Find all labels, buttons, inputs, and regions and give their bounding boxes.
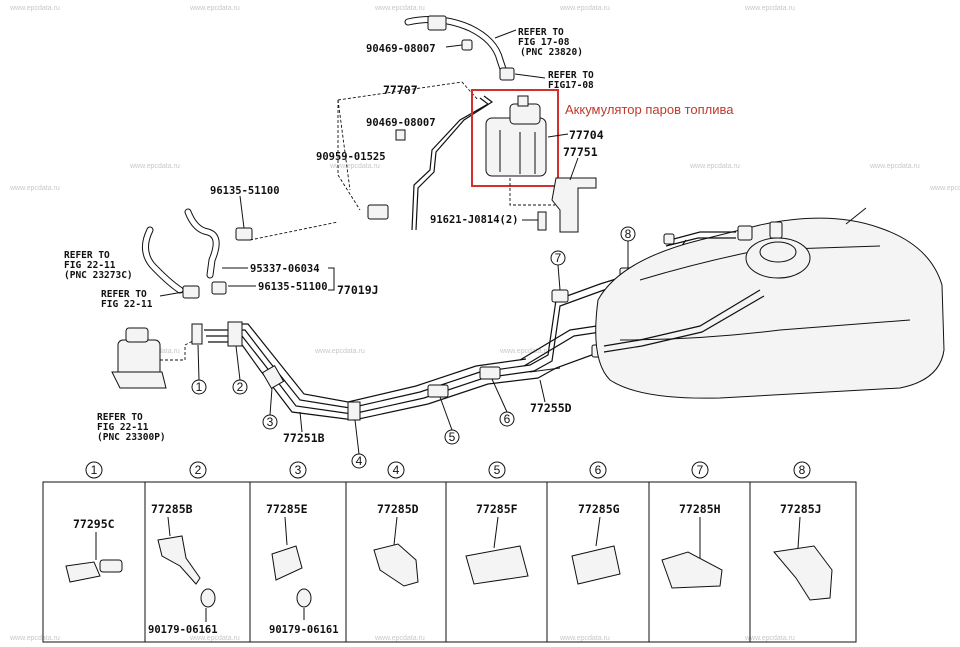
- table-header: 1: [91, 463, 98, 477]
- fuel-tank: [595, 207, 945, 399]
- canister-callout-label: Аккумулятор паров топлива: [565, 102, 734, 117]
- refer-fig-22-11: REFER TO FIG 22-11: [101, 289, 153, 310]
- canister-bracket: [551, 157, 597, 233]
- table-header: 6: [595, 463, 602, 477]
- clamp-number: 5: [449, 430, 456, 444]
- clamp-number: 7: [555, 251, 562, 265]
- svg-text:FIG17-08: FIG17-08: [548, 80, 594, 91]
- watermark: www.epcdata.ru: [189, 635, 240, 642]
- upper-vent-hose: [404, 15, 546, 81]
- watermark: www.epcdata.ru: [559, 5, 610, 12]
- watermark: www.epcdata.ru: [374, 635, 425, 642]
- fuel-lines-77251b-77255d: [191, 239, 705, 421]
- watermark: www.epcdata.ru: [744, 635, 795, 642]
- part-label-96135-51100-bottom: 96135-51100: [258, 281, 328, 293]
- svg-text:FIG 22-11: FIG 22-11: [64, 260, 116, 271]
- watermark: www.epcdata.ru: [499, 348, 550, 355]
- part-label-77707: 77707: [383, 83, 418, 97]
- svg-text:FIG 17-08: FIG 17-08: [518, 37, 570, 48]
- table-cell-part: 77285F: [476, 502, 518, 516]
- fuel-filter: [111, 327, 167, 389]
- part-label-90469-08007-top: 90469-08007: [366, 43, 436, 55]
- clamp-number: 8: [625, 227, 632, 241]
- watermark: www.epcdata.ru: [929, 185, 960, 192]
- svg-text:REFER TO: REFER TO: [97, 412, 143, 423]
- table-cell-part: 77295C: [73, 517, 115, 531]
- part-label-90959-01525: 90959-01525: [316, 151, 386, 163]
- table-cell-part: 77285J: [780, 502, 822, 516]
- svg-text:REFER TO: REFER TO: [101, 289, 147, 300]
- svg-text:FIG 22-11: FIG 22-11: [101, 299, 153, 310]
- watermark: www.epcdata.ru: [189, 5, 240, 12]
- clamp-number: 1: [196, 380, 203, 394]
- watermark: www.epcdata.ru: [689, 163, 740, 170]
- part-label-77255d: 77255D: [530, 401, 572, 415]
- part-label-95337-06034: 95337-06034: [250, 263, 320, 275]
- svg-text:REFER TO: REFER TO: [548, 70, 594, 81]
- part-label-90469-08007-mid: 90469-08007: [366, 117, 436, 129]
- table-header: 5: [494, 463, 501, 477]
- svg-text:(PNC 23300P): (PNC 23300P): [97, 432, 166, 443]
- table-cell-part: 77285G: [578, 502, 620, 516]
- clamp-number: 3: [267, 415, 274, 429]
- clamp-number: 2: [237, 380, 244, 394]
- part-label-77751: 77751: [563, 145, 598, 159]
- canister-vent-pipe: [367, 95, 494, 231]
- table-header: 8: [799, 463, 806, 477]
- watermark: www.epcdata.ru: [314, 348, 365, 355]
- svg-text:FIG 22-11: FIG 22-11: [97, 422, 149, 433]
- part-label-96135-51100-top: 96135-51100: [210, 185, 280, 197]
- highlight-box: [471, 89, 559, 187]
- watermark: www.epcdata.ru: [869, 163, 920, 170]
- clamp-number: 4: [356, 454, 363, 468]
- table-cell-part: 77285H: [679, 502, 721, 516]
- clamp-callouts: 1 2 3 4 5 6 7 8: [191, 226, 636, 469]
- fuel-vapor-canister: [485, 95, 547, 177]
- part-label-91621-j0814: 91621-J0814(2): [430, 214, 519, 226]
- refer-fig-17-08-pnc: REFER TO FIG 17-08 (PNC 23820): [518, 27, 583, 58]
- svg-text:(PNC 23820): (PNC 23820): [520, 47, 583, 58]
- clamp-table: 1 2 3 4 5 6 7 8 77295C 77285B 90179-0616…: [42, 461, 857, 643]
- watermark: www.epcdata.ru: [744, 5, 795, 12]
- bolt-icon: [537, 211, 547, 231]
- table-header: 4: [393, 463, 400, 477]
- clamp-number: 6: [504, 412, 511, 426]
- part-label-77251b: 77251B: [283, 431, 325, 445]
- clip-icon: [395, 129, 406, 141]
- table-cell-part: 77285D: [377, 502, 419, 516]
- group-bracket-77707: [337, 81, 479, 211]
- watermark: www.epcdata.ru: [9, 635, 60, 642]
- table-cell-sub: 90179-06161: [269, 624, 339, 636]
- table-header: 7: [697, 463, 704, 477]
- watermark: www.epcdata.ru: [374, 5, 425, 12]
- refer-fig-22-11-pnc-23300p: REFER TO FIG 22-11 (PNC 23300P): [97, 412, 166, 443]
- table-cell-part: 77285E: [266, 502, 308, 516]
- watermark: www.epcdata.ru: [9, 5, 60, 12]
- watermark: www.epcdata.ru: [329, 163, 380, 170]
- part-label-77704: 77704: [569, 128, 604, 142]
- fill-vent-hose: [142, 208, 253, 299]
- watermark: www.epcdata.ru: [559, 635, 610, 642]
- table-cell-sub: 90179-06161: [148, 624, 218, 636]
- part-label-77019j: 77019J: [337, 283, 379, 297]
- table-cell-part: 77285B: [151, 502, 193, 516]
- svg-text:REFER TO: REFER TO: [518, 27, 564, 38]
- svg-text:(PNC 23273C): (PNC 23273C): [64, 270, 133, 281]
- table-header: 2: [195, 463, 202, 477]
- watermark: www.epcdata.ru: [129, 163, 180, 170]
- refer-fig-17-08: REFER TO FIG17-08: [548, 70, 594, 91]
- watermark: www.epcdata.ru: [9, 185, 60, 192]
- refer-fig-22-11-pnc-23273c: REFER TO FIG 22-11 (PNC 23273C): [64, 250, 133, 281]
- table-header: 3: [295, 463, 302, 477]
- svg-text:REFER TO: REFER TO: [64, 250, 110, 261]
